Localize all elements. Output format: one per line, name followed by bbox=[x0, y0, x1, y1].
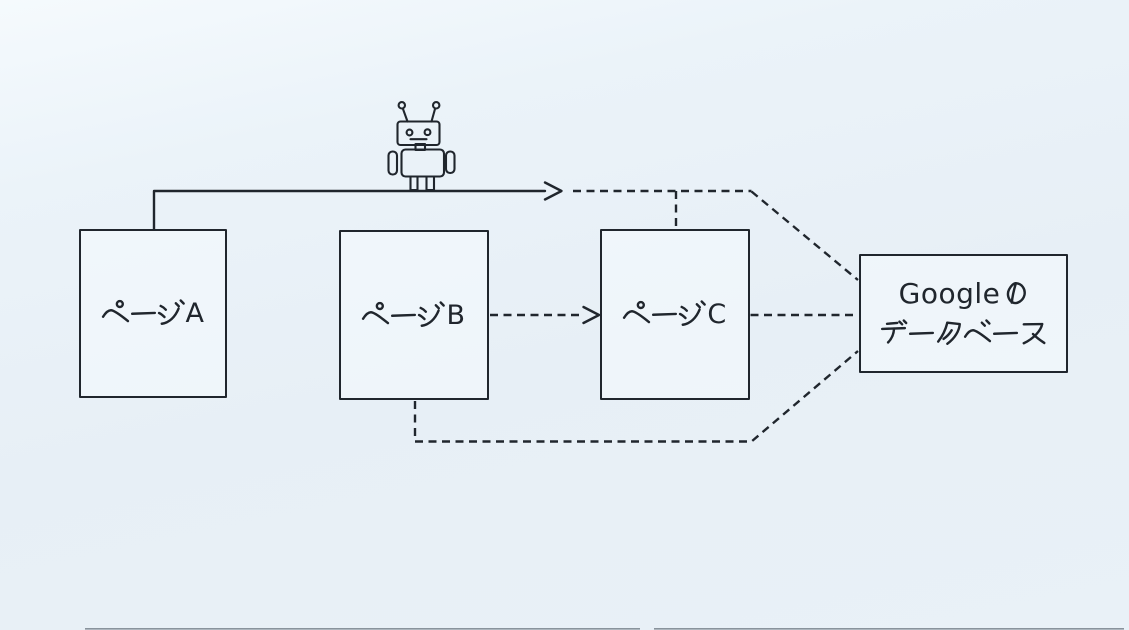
kana-glyph-de bbox=[880, 319, 908, 344]
robot-antenna-left-tip bbox=[397, 101, 407, 110]
robot-arm-left bbox=[387, 150, 399, 176]
kana-glyph-cho bbox=[391, 313, 417, 317]
kana-glyph-pe bbox=[362, 301, 390, 324]
robot-antenna-right bbox=[430, 107, 437, 123]
label-text: B bbox=[446, 299, 466, 331]
page-a-box: A bbox=[79, 229, 227, 398]
kana-glyph-cho bbox=[908, 331, 935, 335]
robot-arm-right bbox=[444, 150, 456, 175]
robot-head bbox=[396, 120, 441, 147]
google-database-label-line2 bbox=[880, 319, 1047, 349]
kana-glyph-ji bbox=[679, 300, 707, 326]
page-b-box: B bbox=[339, 230, 489, 400]
google-database-label-line1: Google bbox=[899, 279, 1029, 309]
page-a-label: A bbox=[101, 298, 205, 329]
robot-antenna-right-tip bbox=[431, 101, 441, 110]
robot-body bbox=[400, 148, 446, 178]
edge-pagea-solid bbox=[152, 189, 547, 231]
kana-glyph-be bbox=[963, 319, 992, 343]
robot-eye-right bbox=[423, 128, 432, 137]
edge-crawl-to-db-diagonal bbox=[750, 190, 859, 281]
robot-leg-right bbox=[425, 175, 436, 192]
label-text: Google bbox=[898, 276, 1001, 310]
edge-pageb-bottom-to-db bbox=[413, 350, 859, 443]
google-database-box: Google bbox=[859, 254, 1068, 373]
robot-leg-left bbox=[409, 175, 419, 192]
page-c-box: C bbox=[600, 229, 750, 400]
edge-pageb-to-pagec-arrowhead bbox=[582, 305, 601, 325]
kana-glyph-su bbox=[1022, 322, 1046, 345]
robot-eye-left bbox=[405, 128, 414, 137]
kana-glyph-cho bbox=[992, 331, 1019, 335]
kana-glyph-cho bbox=[652, 312, 678, 316]
page-b-label: B bbox=[362, 300, 465, 330]
robot-icon bbox=[387, 101, 456, 192]
kana-glyph-ji bbox=[418, 300, 446, 327]
page-c-label: C bbox=[623, 300, 726, 330]
kana-glyph-pe bbox=[101, 299, 129, 323]
kana-glyph-ji bbox=[157, 299, 185, 325]
kana-glyph-ta bbox=[936, 321, 961, 345]
edge-pagea-arrowhead bbox=[543, 181, 563, 201]
label-text: C bbox=[707, 299, 727, 330]
robot-antenna-left bbox=[401, 107, 409, 123]
kana-glyph-cho bbox=[130, 311, 156, 315]
kana-glyph-no bbox=[1007, 282, 1027, 305]
kana-glyph-pe bbox=[623, 300, 651, 324]
label-text: A bbox=[185, 298, 205, 329]
